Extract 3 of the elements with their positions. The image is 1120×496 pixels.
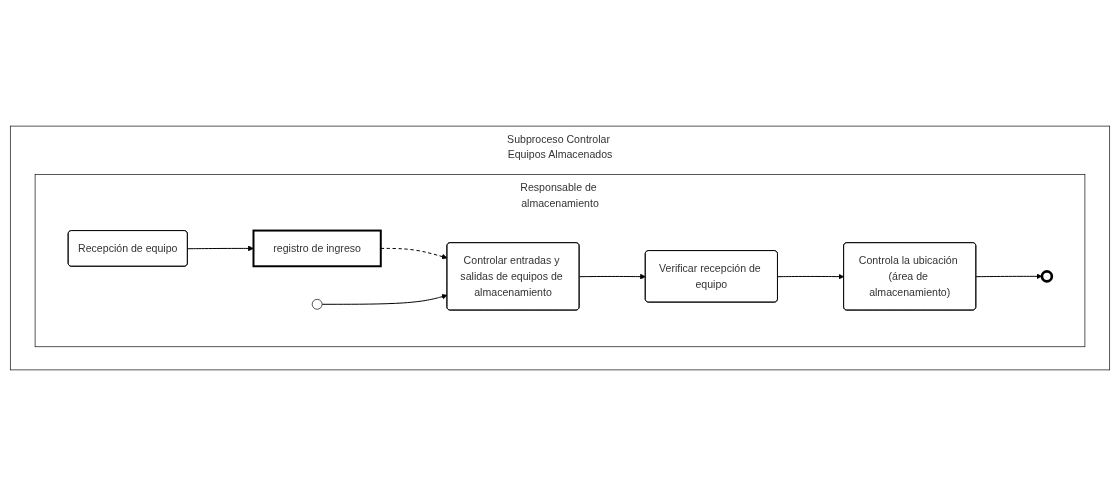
node-circle <box>1040 270 1054 283</box>
node-circle <box>311 299 323 310</box>
node-box: registro de ingreso <box>252 229 382 268</box>
